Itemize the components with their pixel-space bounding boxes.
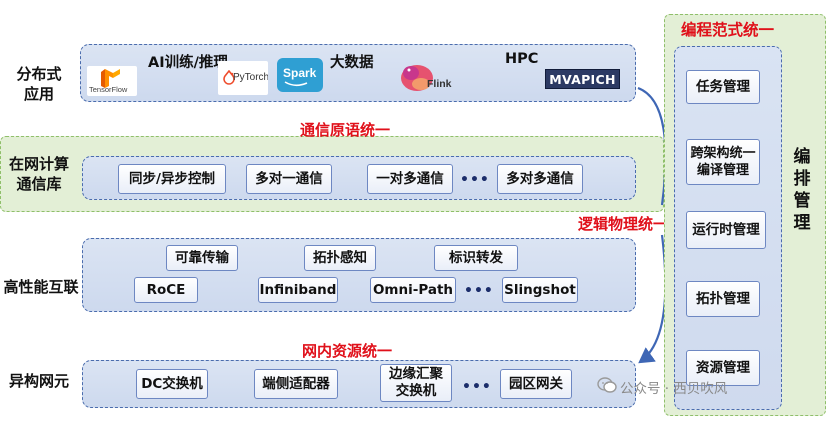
mgmt-task: 任务管理: [686, 70, 760, 104]
hetero-title: 网内资源统一: [302, 342, 393, 360]
side-char: 排: [793, 169, 811, 189]
interconnect-item-slingshot: Slingshot: [502, 277, 578, 303]
flink-logo: Flink: [395, 58, 457, 98]
flink-text: Flink: [427, 78, 452, 90]
mgmt-cross-arch: 跨架构统一 编译管理: [686, 139, 760, 185]
mgmt-topology: 拓扑管理: [686, 281, 760, 317]
interconnect-item-reliable: 可靠传输: [166, 245, 238, 271]
mgmt-cross-arch-line: 跨架构统一: [690, 146, 756, 161]
pytorch-logo: PyTorch: [218, 61, 268, 95]
mgmt-runtime: 运行时管理: [686, 211, 766, 249]
bigdata-label: 大数据: [330, 55, 374, 71]
pytorch-text: PyTorch: [233, 72, 268, 83]
row-label-line: 通信库: [16, 175, 62, 193]
ai-label: AI训练/推理: [148, 55, 228, 71]
spark-logo: Spark: [277, 58, 323, 92]
arrow-bottom-icon: [638, 234, 667, 364]
flink-squirrel-icon: [401, 65, 433, 91]
comm-item-one-to-many: 一对多通信: [367, 164, 453, 194]
mgmt-resource: 资源管理: [686, 350, 760, 386]
hetero-item-endpoint-adapter: 端侧适配器: [254, 369, 338, 399]
hetero-ellipsis: •••: [462, 379, 492, 395]
interconnect-item-omnipath: Omni-Path: [370, 277, 456, 303]
spark-underline-icon: [284, 81, 308, 87]
side-char: 理: [793, 213, 811, 233]
comm-item-sync-async: 同步/异步控制: [118, 164, 226, 194]
comm-item-many-to-one: 多对一通信: [246, 164, 332, 194]
hetero-edge-line: 交换机: [395, 383, 437, 399]
hetero-item-dc-switch: DC交换机: [136, 369, 208, 399]
mvapich-logo: MVAPICH: [545, 69, 620, 89]
orchestration-side-label: 编 排 管 理: [792, 146, 812, 234]
hetero-item-edge-switch: 边缘汇聚 交换机: [380, 364, 452, 402]
row-label-line: 分布式: [16, 65, 62, 83]
interconnect-item-infiniband: Infiniband: [258, 277, 338, 303]
watermark-text: 公众号 · 西贝吹风: [620, 381, 728, 397]
pytorch-icon: [223, 70, 235, 85]
mgmt-cross-arch-line: 编译管理: [696, 163, 749, 178]
tensorflow-text: TensorFlow: [89, 85, 128, 94]
programming-paradigm-title: 编程范式统一: [681, 21, 775, 39]
wechat-icon: [597, 377, 617, 393]
interconnect-item-label-fwd: 标识转发: [434, 245, 518, 271]
comm-item-many-to-many: 多对多通信: [497, 164, 583, 194]
tensorflow-logo: TensorFlow: [87, 66, 137, 96]
row-label-interconnect: 高性能互联: [3, 278, 79, 296]
hpc-label: HPC: [505, 51, 539, 67]
spark-text: Spark: [283, 66, 317, 80]
comm-title: 通信原语统一: [300, 121, 391, 139]
interconnect-item-topology: 拓扑感知: [304, 245, 376, 271]
row-label-line: 在网计算: [8, 155, 69, 173]
row-label-hetero: 异构网元: [8, 372, 69, 390]
apps-panel: [80, 44, 636, 102]
row-label-network-comm: 在网计算 通信库: [4, 154, 74, 194]
comm-ellipsis: •••: [460, 172, 490, 188]
row-label-distributed-apps: 分布式 应用: [6, 64, 72, 104]
interconnect-ellipsis: •••: [464, 283, 494, 299]
side-char: 管: [793, 191, 811, 211]
row-label-line: 应用: [23, 85, 54, 103]
logical-physical-title: 逻辑物理统一: [578, 215, 669, 233]
hetero-edge-line: 边缘汇聚: [389, 366, 443, 382]
hetero-item-campus-gateway: 园区网关: [500, 369, 572, 399]
interconnect-item-roce: RoCE: [134, 277, 198, 303]
side-char: 编: [793, 147, 811, 167]
tensorflow-icon: [101, 69, 120, 88]
